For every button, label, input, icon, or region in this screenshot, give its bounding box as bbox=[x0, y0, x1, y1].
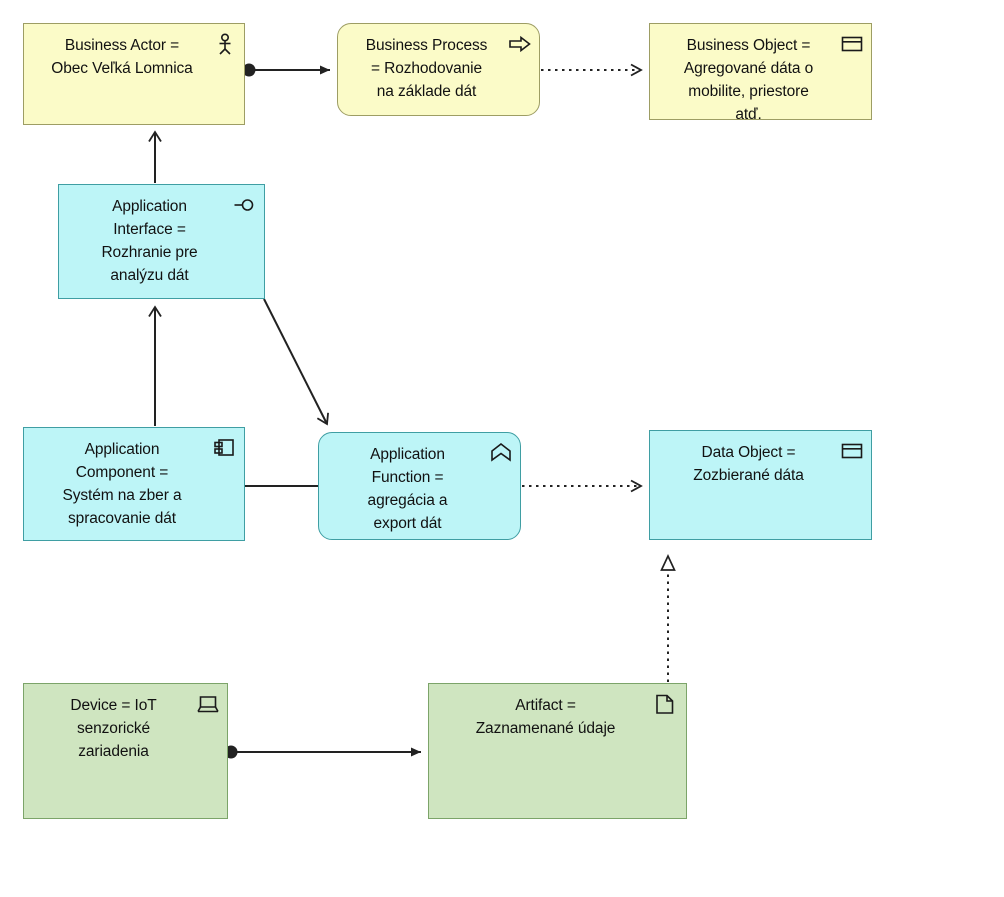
application-component-icon bbox=[214, 439, 234, 456]
node-label: Application Component = Systém na zber a… bbox=[62, 441, 182, 527]
node-business-process[interactable]: Business Process = Rozhodovanie na zákla… bbox=[337, 23, 540, 116]
edge-device-to-artifact bbox=[224, 745, 421, 759]
artifact-icon bbox=[656, 694, 674, 714]
edge-interface-to-function bbox=[263, 298, 329, 426]
device-icon bbox=[197, 696, 219, 713]
node-label: Device = IoT senzorické zariadenia bbox=[70, 697, 157, 760]
node-application-function[interactable]: Application Function = agregácia a expor… bbox=[318, 432, 521, 540]
node-business-object[interactable]: Business Object = Agregované dáta o mobi… bbox=[649, 23, 872, 120]
node-label: Business Process = Rozhodovanie na zákla… bbox=[365, 37, 488, 100]
node-data-object[interactable]: Data Object = Zozbierané dáta bbox=[649, 430, 872, 540]
application-interface-icon bbox=[234, 199, 254, 211]
node-artifact[interactable]: Artifact = Zaznamenané údaje bbox=[428, 683, 687, 819]
node-label: Business Actor = Obec Veľká Lomnica bbox=[51, 37, 193, 77]
edge-actor-to-process bbox=[242, 63, 330, 77]
business-actor-icon bbox=[219, 33, 231, 55]
business-process-arrow-icon bbox=[509, 35, 531, 53]
business-object-icon bbox=[841, 36, 863, 52]
node-label: Application Interface = Rozhranie pre an… bbox=[101, 198, 198, 284]
node-application-interface[interactable]: Application Interface = Rozhranie pre an… bbox=[58, 184, 265, 299]
node-label: Artifact = Zaznamenané údaje bbox=[475, 697, 616, 737]
node-label: Application Function = agregácia a expor… bbox=[367, 446, 448, 532]
node-label: Data Object = Zozbierané dáta bbox=[693, 444, 804, 484]
node-application-component[interactable]: Application Component = Systém na zber a… bbox=[23, 427, 245, 541]
node-device[interactable]: Device = IoT senzorické zariadenia bbox=[23, 683, 228, 819]
node-label: Business Object = Agregované dáta o mobi… bbox=[683, 37, 814, 120]
node-business-actor[interactable]: Business Actor = Obec Veľká Lomnica bbox=[23, 23, 245, 125]
application-function-icon bbox=[491, 443, 511, 462]
data-object-icon bbox=[841, 443, 863, 459]
